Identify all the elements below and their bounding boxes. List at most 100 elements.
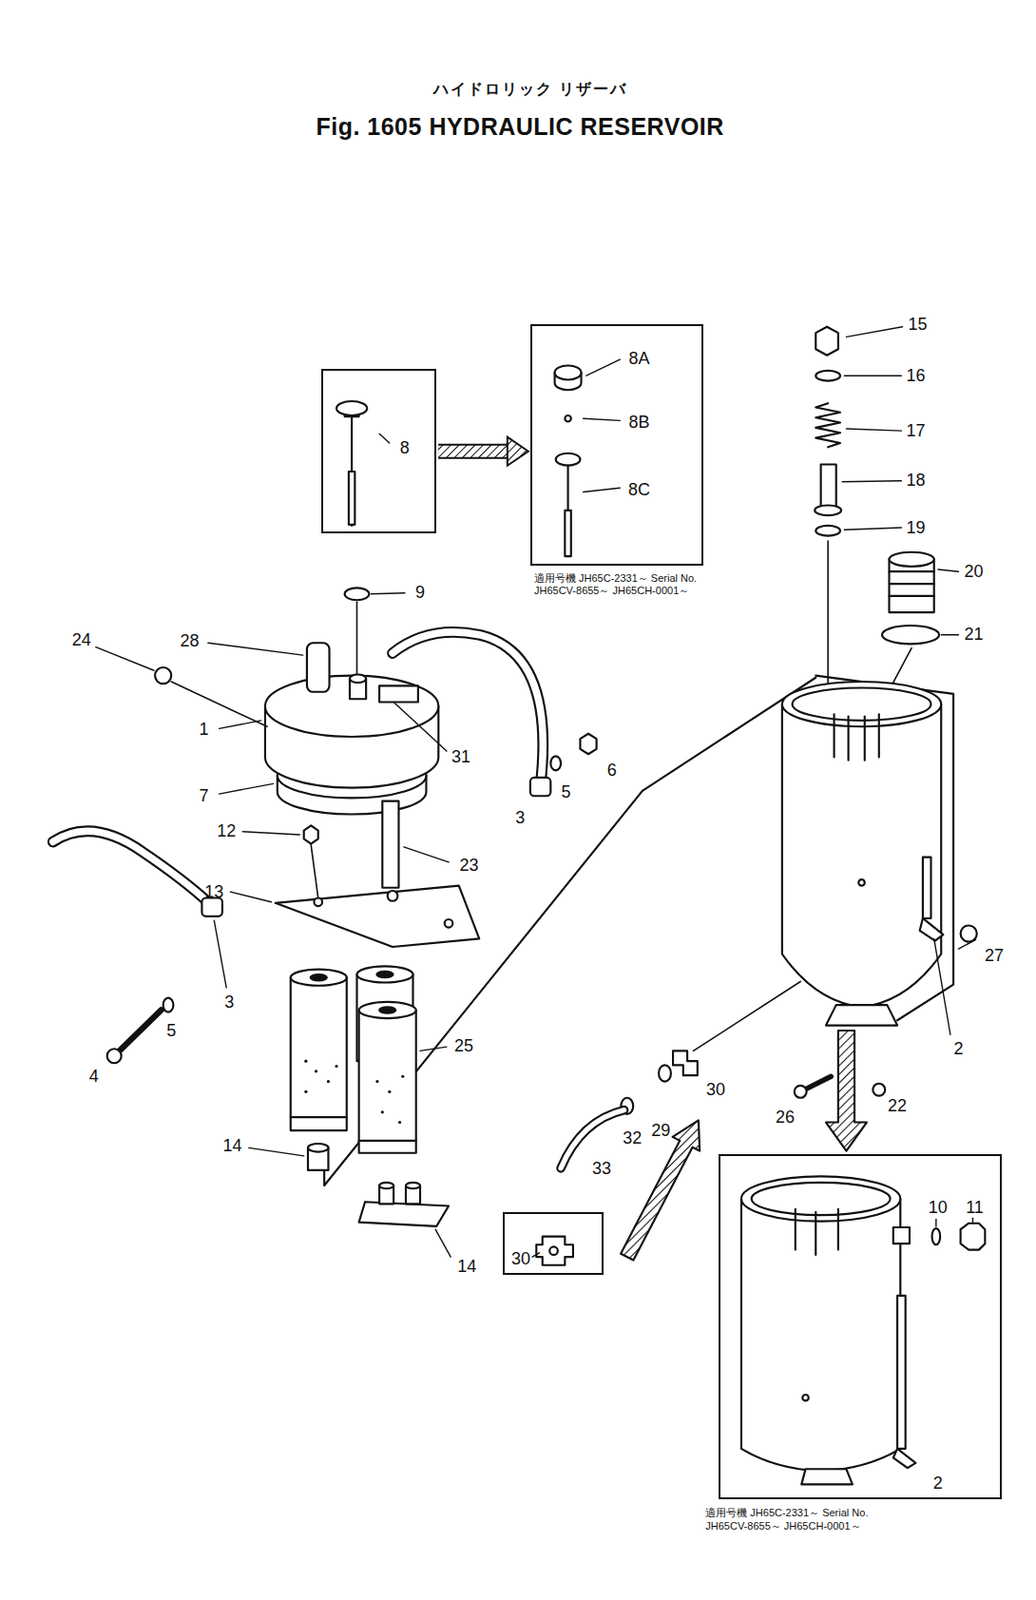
reservoir-tank [833,713,836,757]
valve-stack [882,625,940,644]
serial-note: 適用号機 JH65C-2331～ Serial No. JH65CV-8655～… [705,1506,900,1534]
mounting-plate [387,890,399,902]
callout-number: 3 [513,807,527,827]
tee-fitting [549,1246,558,1255]
filter-element [310,974,327,980]
valve-stack [889,594,935,597]
leader-line [242,831,300,835]
callout-number: 32 [620,1128,644,1148]
leader-line [958,939,976,949]
filter-element [359,1001,417,1018]
reservoir-tank-variant [802,1394,808,1401]
reservoir-tank [782,704,941,1008]
leader-line [213,920,227,988]
dipstick-parts [564,415,571,422]
reservoir-tank-variant [960,1223,986,1250]
reservoir-tank [847,716,850,761]
reservoir-tank [920,918,944,941]
reservoir-tank [872,1083,885,1096]
valve-stack [814,504,842,516]
leader-line [845,326,902,338]
callout-number: 20 [962,561,986,581]
callout-number: 27 [982,945,1006,965]
leader-line [583,418,621,421]
illustration [53,326,986,1485]
reservoir-cap [154,587,439,814]
filter-element [334,1064,338,1068]
japanese-title: ハイドロリック リザーバ [431,80,630,98]
callout-number: 5 [558,782,573,802]
filter-element [290,965,449,1227]
arrowhead [507,437,529,466]
callout-number: 8B [626,412,652,432]
leader-line [219,783,274,794]
reservoir-tank-variant [794,1208,797,1250]
hatched-arrow [438,445,508,458]
filter-element [356,965,413,982]
reservoir-tank [693,980,802,1051]
reservoir-tank [782,681,941,727]
callout-number: 5 [164,1020,178,1040]
valve-stack [889,552,935,567]
callout-number: 2 [931,1473,945,1493]
reservoir-tank [794,1085,807,1098]
filter-element [290,977,347,1131]
band-clamp [114,1010,161,1056]
reservoir-cap [356,601,359,673]
tee-fitting [536,1236,574,1266]
tee-fitting [536,1236,574,1266]
callout-number: 22 [885,1095,909,1115]
inset-box: 8A8B8C適用号機 JH65C-2331～ Serial No. JH65CV… [530,324,704,566]
callout-number: 18 [903,470,927,490]
leader-line [586,359,620,376]
callout-number: 13 [202,882,226,902]
valve-stack [821,464,837,510]
reservoir-tank-variant [893,1227,910,1244]
reservoir-cap [379,685,419,702]
reservoir-tank-variant [741,1198,901,1471]
reservoir-tank [878,713,881,757]
filter-element [401,1074,404,1078]
callout-number: 15 [906,314,930,334]
callout-number: 26 [773,1107,797,1127]
band-clamp [53,830,210,903]
leader-line [379,433,390,443]
callout-number: 28 [178,631,202,651]
callout-number: 21 [962,624,986,644]
band-clamp [550,755,561,770]
filter-element [398,1120,402,1124]
reservoir-tank-variant [837,1208,840,1250]
callout-number: 8C [626,479,653,499]
leader-line [972,1217,974,1222]
valve-stack [889,582,935,585]
hatched-arrow-outline [438,443,508,460]
valve-stack [815,402,841,447]
reservoir-tank-variant [741,1175,901,1221]
dipstick [348,471,355,525]
leader-line [219,720,262,730]
leader-line [583,487,621,492]
leader-line [95,647,154,672]
hose-fittings [560,1050,700,1260]
callout-number: 25 [452,1036,476,1056]
serial-note: 適用号機 JH65C-2331～ Serial No. JH65CV-8655～… [534,572,718,599]
mounting-plate [275,801,480,947]
leader-line [420,1046,447,1051]
callout-number: 1 [197,719,212,739]
callout-number: 19 [903,518,927,538]
dipstick-parts [564,510,571,557]
filter-element [290,969,347,986]
callout-number: 2 [951,1038,965,1058]
callout-number: 16 [903,365,927,385]
leader-line [393,702,447,751]
filter-element [379,1006,396,1013]
leader-line [532,1252,540,1257]
band-clamp [163,997,174,1013]
filter-element [359,1010,417,1153]
callout-number: 29 [649,1120,672,1140]
callout-number: 33 [590,1158,614,1178]
callout-number: 30 [704,1079,728,1099]
hose-fittings [620,1119,700,1260]
inset-box: 30 [502,1211,604,1276]
